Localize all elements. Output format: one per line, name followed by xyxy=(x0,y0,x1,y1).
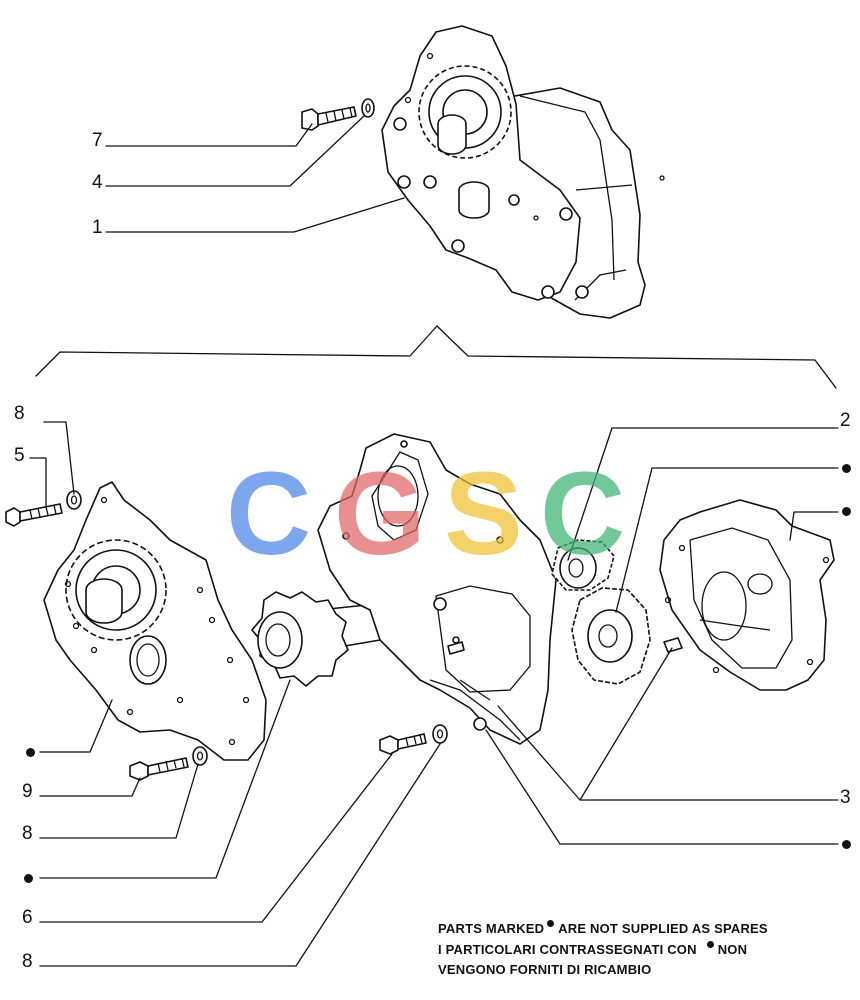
assembled-oil-pump xyxy=(381,25,665,319)
leader-dot-rear-cover xyxy=(789,511,839,541)
callout-7: 7 xyxy=(92,130,103,151)
note-line-1-end: ARE NOT SUPPLIED AS SPARES xyxy=(558,921,768,936)
explosion-bracket xyxy=(35,325,837,389)
callout-2: 2 xyxy=(840,410,851,431)
note-line-2-end: NON xyxy=(717,942,748,957)
leader-dot-rotor xyxy=(39,679,291,879)
gear-pair xyxy=(551,539,651,685)
callout-1: 1 xyxy=(92,217,103,238)
leader-6 xyxy=(39,753,393,923)
leader-3b xyxy=(579,647,673,801)
bolt-5-drawing xyxy=(5,503,63,527)
rear-cover-housing xyxy=(659,499,835,691)
note-line-3: VENGONO FORNITI DI RICAMBIO xyxy=(438,962,652,977)
bullet-marker-rotor xyxy=(24,874,33,883)
note-line-2-start: I PARTICOLARI CONTRASSEGNATI CON xyxy=(438,942,697,957)
leader-1 xyxy=(105,197,405,233)
bullet-marker-rear-cover xyxy=(842,507,851,516)
callout-4: 4 xyxy=(92,172,103,193)
bolt-6-drawing xyxy=(379,733,427,755)
watermark-letter-g: G xyxy=(334,448,426,580)
callout-6: 6 xyxy=(22,907,33,928)
washer-8-center-drawing xyxy=(432,724,448,744)
leader-7 xyxy=(105,123,313,147)
note-line-2: I PARTICOLARI CONTRASSEGNATI CON NON xyxy=(438,941,747,957)
watermark-letter-c1: C xyxy=(226,448,312,580)
pump-body xyxy=(317,433,557,745)
leader-dot-body xyxy=(485,729,839,845)
bullet-marker-gear xyxy=(842,464,851,473)
inner-rotor-gear xyxy=(251,591,389,687)
dowel-pin xyxy=(663,637,683,653)
front-cover-plate xyxy=(43,481,267,761)
leader-8-center xyxy=(39,743,441,967)
callout-8-upper: 8 xyxy=(14,403,25,424)
bullet-marker-front-plate xyxy=(26,748,35,757)
leader-dot-gear xyxy=(615,467,839,613)
washer-4-drawing xyxy=(361,98,375,118)
callout-8-center: 8 xyxy=(22,951,33,972)
bolt-7-drawing xyxy=(301,106,357,131)
watermark-letter-c2: C xyxy=(540,448,626,580)
note-bullet-icon xyxy=(706,941,714,948)
callout-5: 5 xyxy=(14,445,25,466)
leader-3a xyxy=(497,705,839,801)
note-bullet-icon xyxy=(547,920,555,927)
leader-4 xyxy=(105,115,365,187)
leader-5 xyxy=(29,457,47,507)
note-line-1: PARTS MARKED ARE NOT SUPPLIED AS SPARES xyxy=(438,920,768,936)
washer-8-lower-drawing xyxy=(192,746,208,766)
leader-9 xyxy=(39,777,141,797)
callout-3: 3 xyxy=(840,787,851,808)
bullet-marker-body xyxy=(842,840,851,849)
bolt-9-drawing xyxy=(129,757,189,781)
leader-8-upper xyxy=(43,421,75,495)
leader-8-lower xyxy=(39,763,199,839)
leader-dot-front-plate xyxy=(39,699,113,753)
note-line-1-start: PARTS MARKED xyxy=(438,921,545,936)
watermark-letter-s: S xyxy=(444,448,523,580)
callout-8-lower: 8 xyxy=(22,823,33,844)
leader-2 xyxy=(567,427,839,561)
callout-9: 9 xyxy=(22,781,33,802)
